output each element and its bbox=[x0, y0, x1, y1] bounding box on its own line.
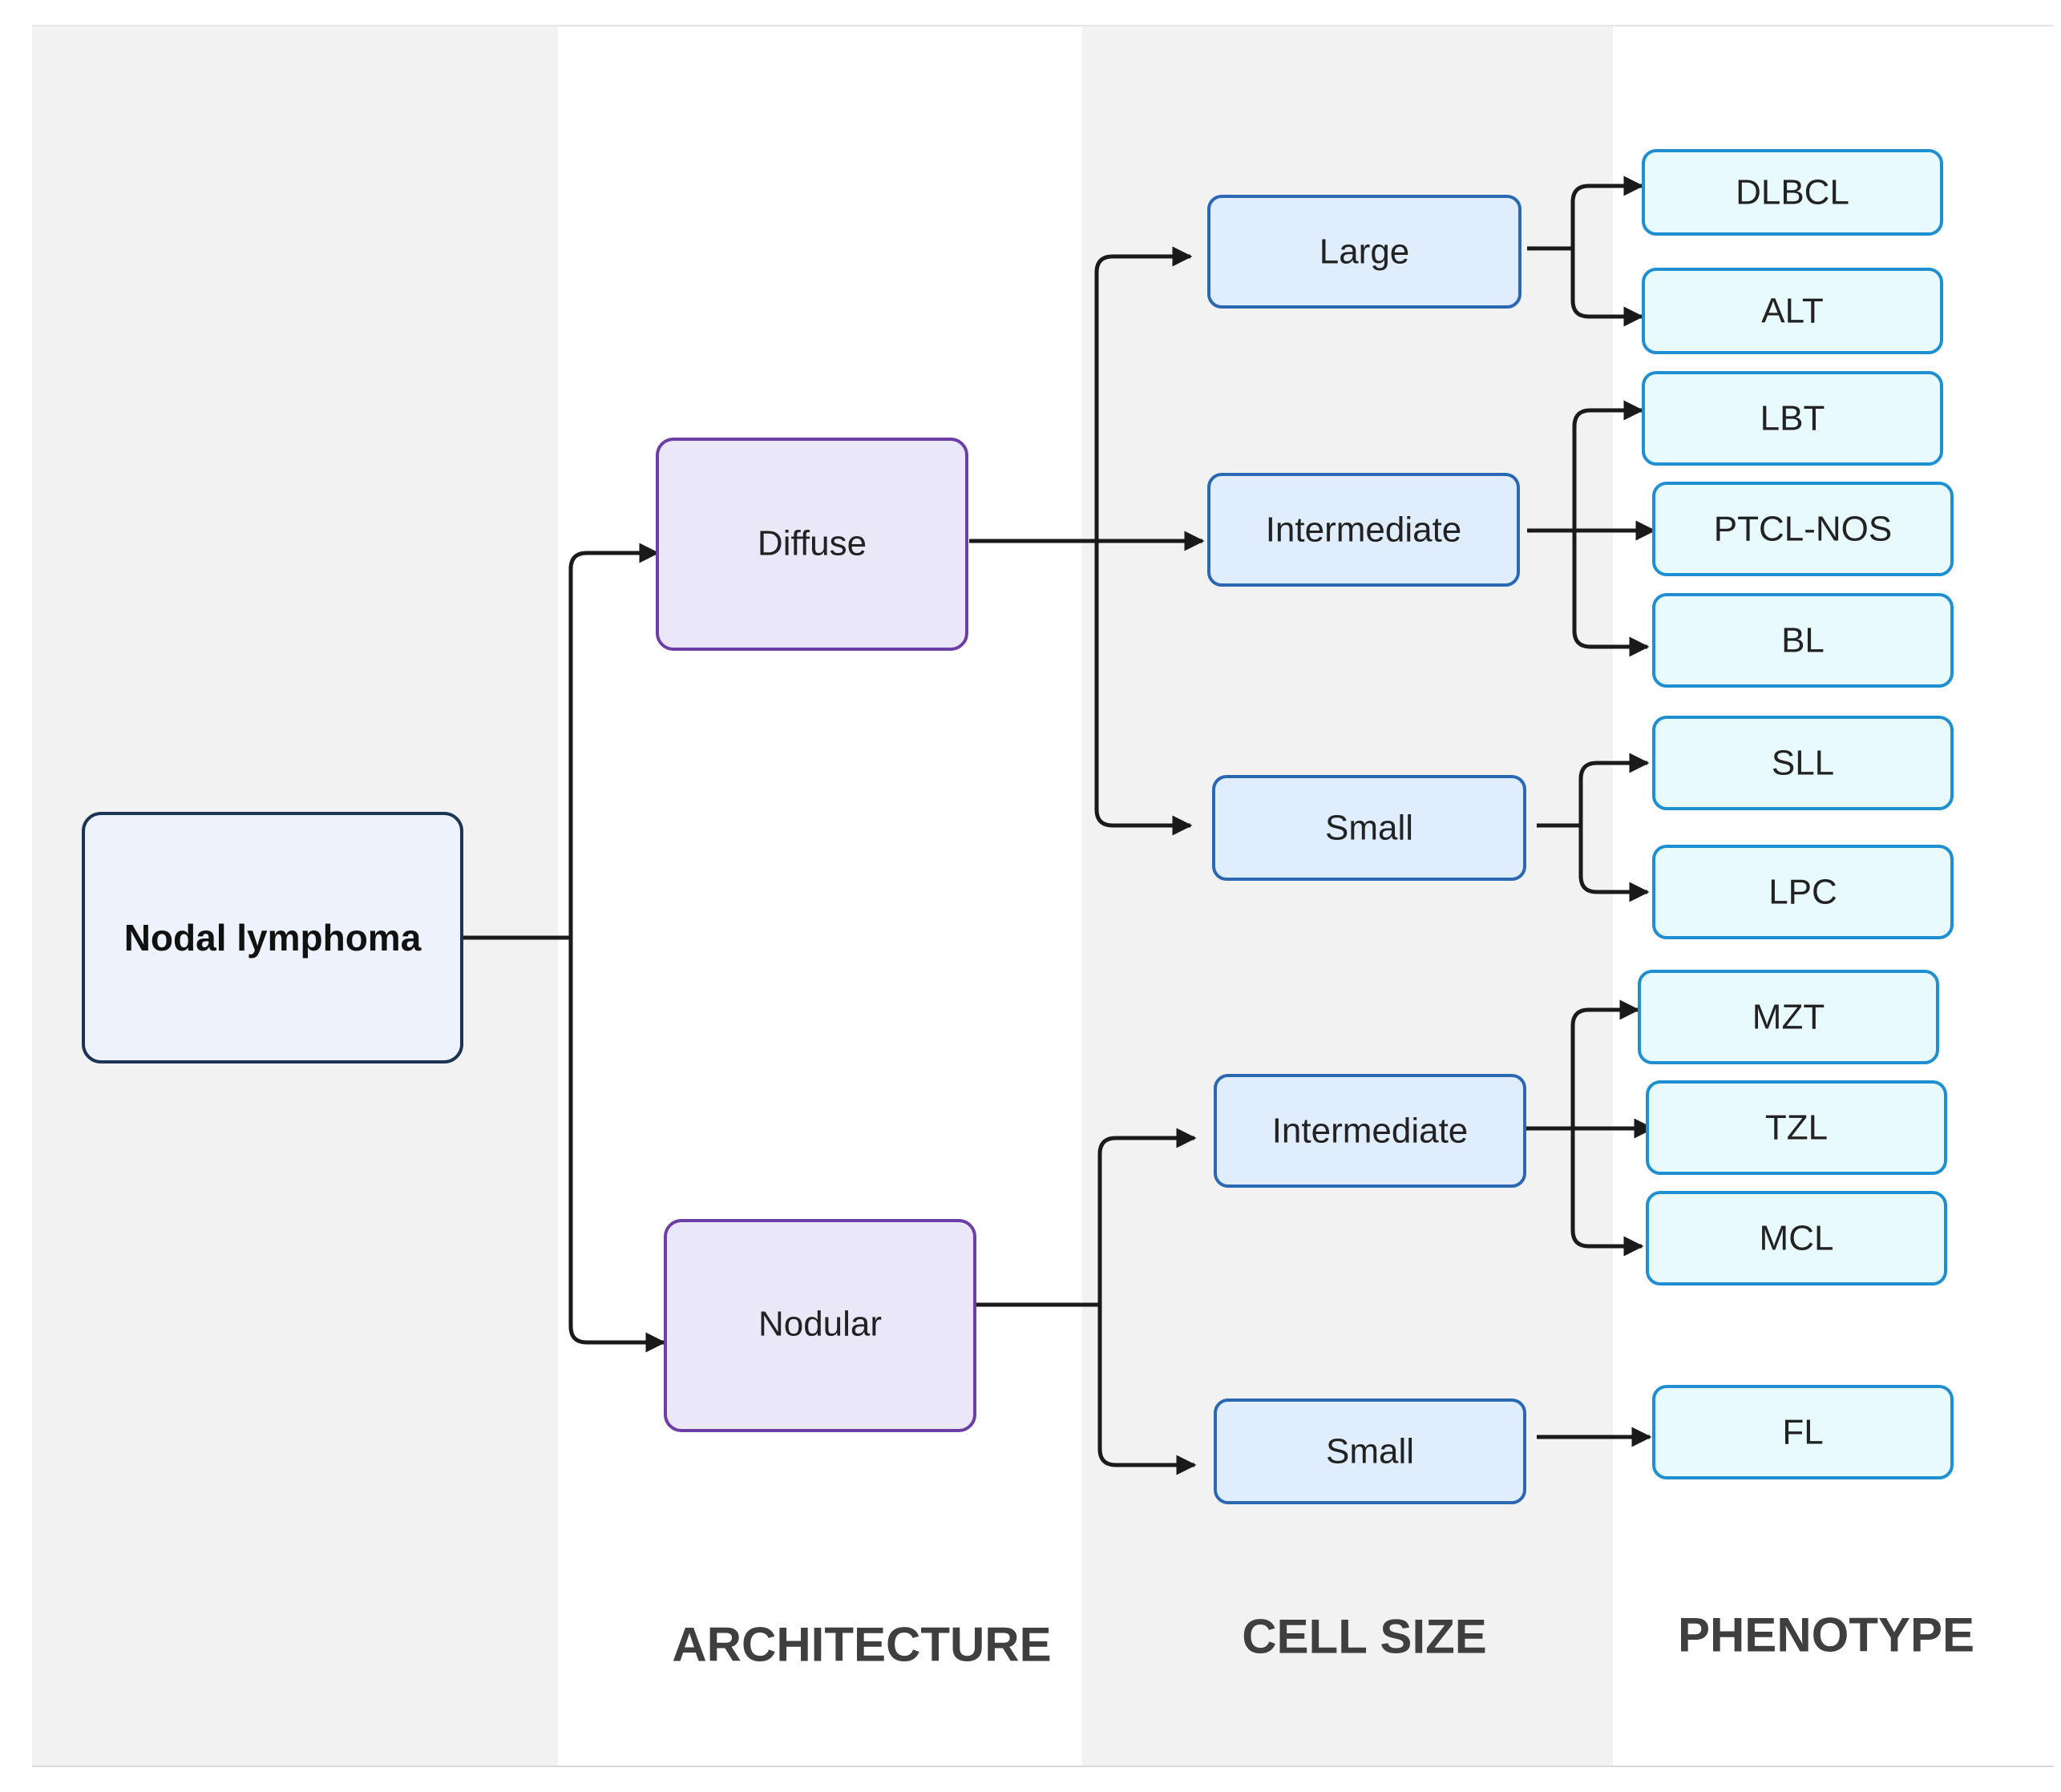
ptcl-nos-box bbox=[1652, 482, 1954, 576]
mzt-label: MZT bbox=[1752, 998, 1825, 1037]
sll-node: SLL bbox=[1652, 716, 1954, 810]
ptcl-nos-label: PTCL-NOS bbox=[1714, 510, 1892, 549]
sll-label: SLL bbox=[1772, 744, 1834, 783]
ptcl-nos-node: PTCL-NOS bbox=[1652, 482, 1954, 576]
bl-box bbox=[1652, 593, 1954, 688]
column-labels: ARCHITECTURE CELL SIZE PHENOTYPE bbox=[672, 1608, 1974, 1672]
tzl-box bbox=[1646, 1080, 1947, 1175]
connector-nodular-intermediate-to-mzt bbox=[1570, 999, 1640, 1128]
connector-root-to-diffuse bbox=[568, 543, 660, 938]
diffuse-small-node: Small bbox=[1212, 775, 1526, 881]
diffuse-intermediate-label: Intermediate bbox=[1266, 511, 1462, 550]
mzt-box bbox=[1638, 970, 1939, 1064]
tzl-node: TZL bbox=[1646, 1080, 1947, 1175]
diffuse-small-box bbox=[1212, 775, 1526, 881]
diffuse-intermediate-box bbox=[1207, 473, 1520, 587]
nodular-small-box bbox=[1214, 1398, 1526, 1504]
tzl-label: TZL bbox=[1765, 1108, 1828, 1148]
connector-intermediate-to-bl bbox=[1572, 531, 1650, 657]
connector-large-to-dlbcl bbox=[1570, 176, 1644, 248]
nodular-node: Nodular bbox=[664, 1219, 976, 1432]
sll-box bbox=[1652, 716, 1954, 810]
alt-box bbox=[1642, 268, 1943, 354]
lbt-box bbox=[1642, 371, 1943, 466]
connectors bbox=[462, 176, 1656, 1475]
lbt-label: LBT bbox=[1760, 399, 1825, 438]
diffuse-label: Diffuse bbox=[758, 524, 867, 563]
diffuse-box bbox=[656, 438, 968, 651]
mzt-node: MZT bbox=[1638, 970, 1939, 1064]
root-node: Nodal lymphoma bbox=[82, 812, 463, 1063]
bl-node: BL bbox=[1652, 593, 1954, 688]
dlbcl-label: DLBCL bbox=[1736, 173, 1849, 212]
lbt-node: LBT bbox=[1642, 371, 1943, 466]
connector-small-to-lpc bbox=[1578, 825, 1650, 902]
alt-node: ALT bbox=[1642, 268, 1943, 354]
connector-nodular-intermediate-to-mcl bbox=[1570, 1128, 1644, 1257]
mcl-label: MCL bbox=[1760, 1219, 1834, 1258]
diffuse-small-label: Small bbox=[1325, 809, 1413, 848]
nodular-box bbox=[664, 1219, 976, 1432]
nodular-small-label: Small bbox=[1326, 1432, 1414, 1471]
architecture-column-band bbox=[558, 26, 1082, 1766]
large-node: Large bbox=[1207, 195, 1522, 309]
connector-root-to-nodular bbox=[568, 938, 666, 1353]
nodular-intermediate-box bbox=[1214, 1074, 1526, 1188]
cell-size-column-label: CELL SIZE bbox=[1242, 1610, 1487, 1664]
connector-intermediate-to-lbt bbox=[1572, 400, 1644, 531]
connector-small-to-sll bbox=[1578, 753, 1650, 825]
root-label: Nodal lymphoma bbox=[124, 917, 422, 959]
phenotype-column-label: PHENOTYPE bbox=[1678, 1608, 1974, 1662]
nodular-small-node: Small bbox=[1214, 1398, 1526, 1504]
dlbcl-box bbox=[1642, 149, 1943, 236]
root-box bbox=[82, 812, 463, 1063]
lpc-node: LPC bbox=[1652, 845, 1954, 939]
nodular-intermediate-node: Intermediate bbox=[1214, 1074, 1526, 1188]
phenotype-nodes: DLBCL ALT LBT PTCL-NOS BL SLL LPC MZT bbox=[1638, 149, 1954, 1479]
large-box bbox=[1207, 195, 1522, 309]
lpc-label: LPC bbox=[1768, 873, 1837, 912]
fl-node: FL bbox=[1652, 1385, 1954, 1479]
bl-label: BL bbox=[1781, 621, 1825, 660]
connector-diffuse-to-large bbox=[1094, 246, 1193, 541]
dlbcl-node: DLBCL bbox=[1642, 149, 1943, 236]
fl-box bbox=[1652, 1385, 1954, 1479]
connector-large-to-alt bbox=[1570, 248, 1644, 327]
cell-size-nodes: Large Intermediate Small Intermediate Sm… bbox=[1207, 195, 1526, 1504]
connector-nodular-to-intermediate bbox=[1097, 1128, 1197, 1305]
large-label: Large bbox=[1319, 232, 1410, 272]
mcl-box bbox=[1646, 1191, 1947, 1285]
connector-nodular-to-small bbox=[1097, 1305, 1197, 1475]
nodular-intermediate-label: Intermediate bbox=[1272, 1112, 1469, 1151]
diffuse-node: Diffuse bbox=[656, 438, 968, 651]
nodular-label: Nodular bbox=[758, 1305, 882, 1344]
architecture-column-label: ARCHITECTURE bbox=[672, 1618, 1051, 1672]
connector-diffuse-to-small bbox=[1094, 541, 1193, 836]
diffuse-intermediate-node: Intermediate bbox=[1207, 473, 1520, 587]
mcl-node: MCL bbox=[1646, 1191, 1947, 1285]
fl-label: FL bbox=[1782, 1413, 1823, 1452]
lpc-box bbox=[1652, 845, 1954, 939]
architecture-nodes: Diffuse Nodular bbox=[656, 438, 976, 1432]
alt-label: ALT bbox=[1761, 292, 1823, 331]
